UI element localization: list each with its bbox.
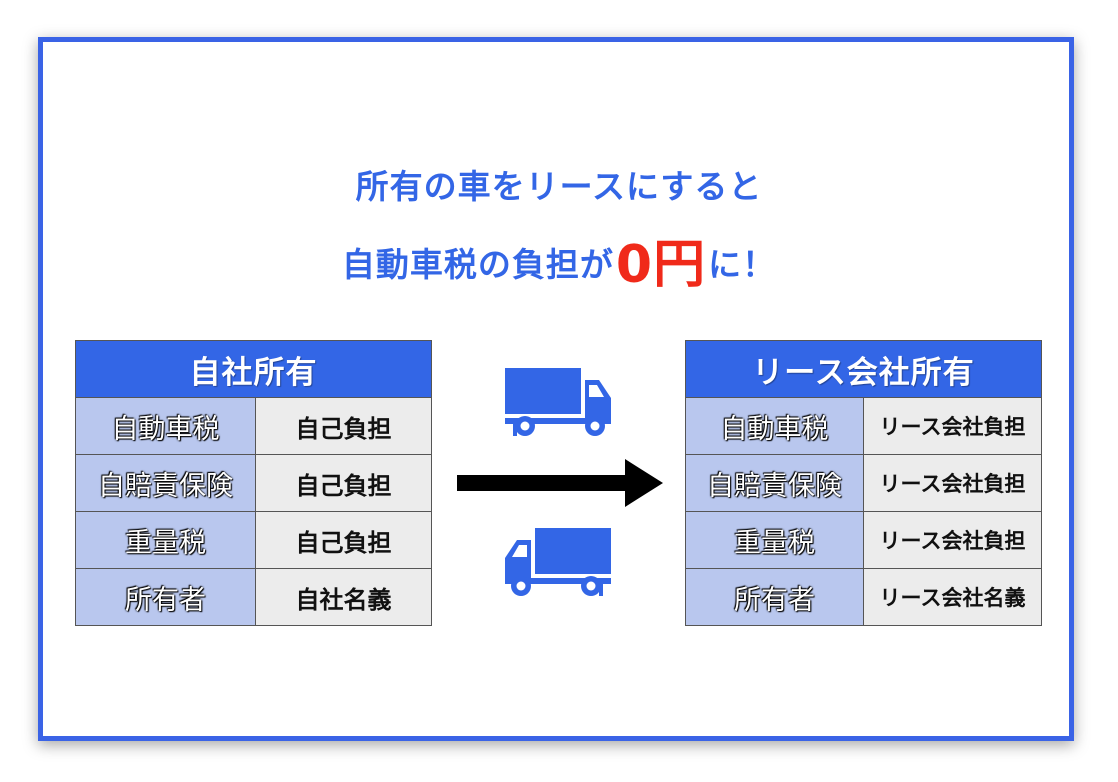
row-value: リース会社名義 [863, 568, 1042, 626]
table-row: 自動車税 自己負担 [75, 397, 432, 455]
headline-zero-yen: 0円 [615, 235, 707, 295]
row-label: 自動車税 [685, 397, 864, 455]
arrow-right-icon [457, 459, 663, 507]
lease-owned-table: リース会社所有 自動車税 リース会社負担 自賠責保険 リース会社負担 重量税 リ… [685, 340, 1042, 626]
table-row: 重量税 リース会社負担 [685, 511, 1042, 569]
row-label: 重量税 [685, 511, 864, 569]
row-label: 重量税 [75, 511, 256, 569]
row-label: 自賠責保険 [75, 454, 256, 512]
row-value: 自社名義 [255, 568, 432, 626]
row-value: リース会社負担 [863, 454, 1042, 512]
self-owned-table: 自社所有 自動車税 自己負担 自賠責保険 自己負担 重量税 自己負担 所有者 自… [75, 340, 432, 626]
row-value: 自己負担 [255, 397, 432, 455]
table-row: 自賠責保険 自己負担 [75, 454, 432, 512]
row-value: 自己負担 [255, 454, 432, 512]
headline-suffix: に！ [708, 245, 777, 284]
table-row: 自賠責保険 リース会社負担 [685, 454, 1042, 512]
table-row: 自動車税 リース会社負担 [685, 397, 1042, 455]
truck-icon [505, 368, 611, 436]
headline-line-2: 自動車税の負担が0円に！ [0, 222, 1118, 295]
headline-prefix: 自動車税の負担が [341, 245, 614, 284]
self-owned-title: 自社所有 [75, 340, 432, 398]
lease-owned-title: リース会社所有 [685, 340, 1042, 398]
row-label: 自賠責保険 [685, 454, 864, 512]
row-label: 自動車税 [75, 397, 256, 455]
row-label: 所有者 [685, 568, 864, 626]
table-row: 所有者 自社名義 [75, 568, 432, 626]
row-value: リース会社負担 [863, 397, 1042, 455]
row-label: 所有者 [75, 568, 256, 626]
row-value: 自己負担 [255, 511, 432, 569]
truck-icon [505, 528, 611, 596]
table-row: 所有者 リース会社名義 [685, 568, 1042, 626]
row-value: リース会社負担 [863, 511, 1042, 569]
headline-line-1: 所有の車をリースにすると [355, 167, 763, 206]
table-row: 重量税 自己負担 [75, 511, 432, 569]
